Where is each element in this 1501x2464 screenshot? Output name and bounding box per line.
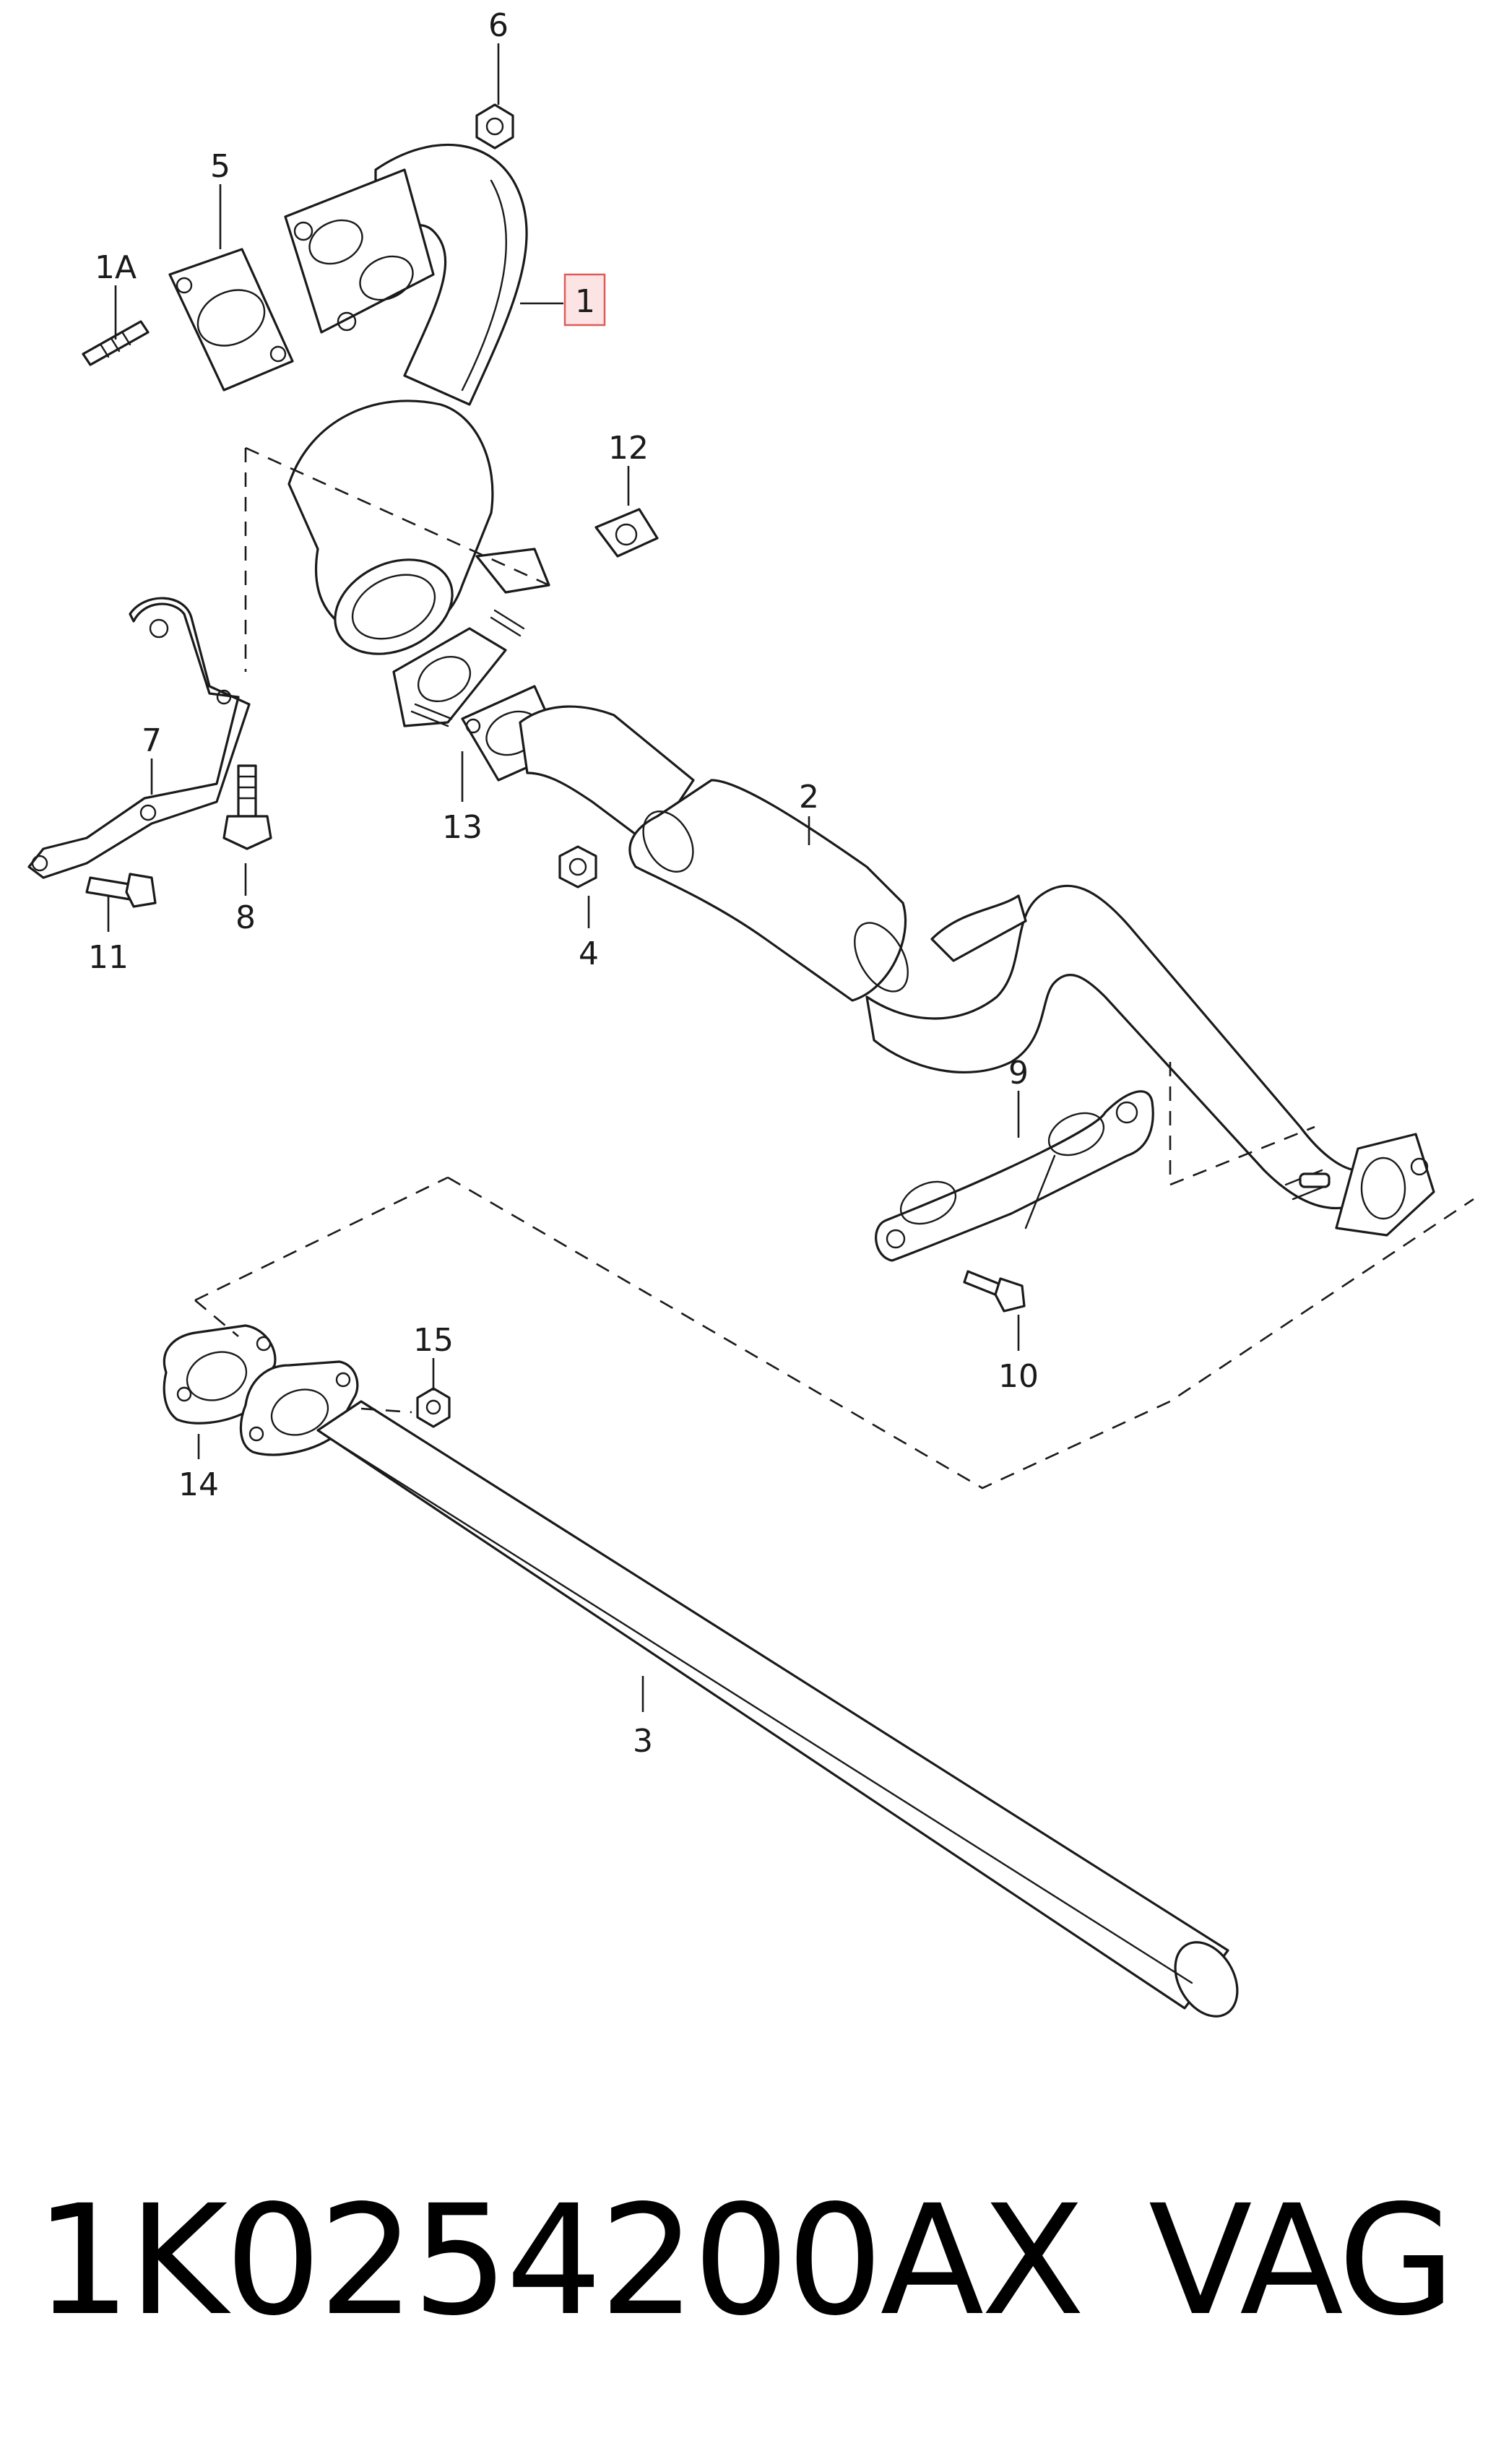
brand-name: VAG [1149,2172,1455,2349]
leader-lines [107,43,1020,1712]
part-5-gasket [168,248,294,392]
callout-1a: 1A [95,249,137,286]
callout-6: 6 [488,7,509,44]
part-10-bolt [963,1270,1026,1313]
part-1a-stud [82,320,150,366]
part-6-nut [475,103,514,150]
callout-4: 4 [579,935,599,972]
footer-caption: 1K0254200AX VAG [0,2167,1501,2355]
callout-13: 13 [442,809,483,846]
callout-11: 11 [88,939,129,976]
part-2-front-pipe [519,705,1435,1237]
part-12-bracket [594,508,659,558]
callout-8: 8 [235,899,256,936]
callout-5: 5 [210,148,230,185]
assembly-guide-lines [194,446,1474,1490]
callout-labels: 1 1A 2 3 4 5 6 7 8 9 10 11 12 13 14 15 [88,7,1039,1760]
callout-10: 10 [998,1358,1039,1395]
part-9-gasket [875,1090,1154,1262]
callout-1-highlight [563,273,606,327]
part-11-bolt [85,873,157,908]
callout-14: 14 [178,1466,219,1503]
part-8-bolt [222,764,272,850]
part-7-bracket [27,597,251,879]
callout-15: 15 [413,1322,454,1359]
part-3-tail-pipe [239,1360,1239,2018]
callout-12: 12 [608,430,649,467]
callout-1: 1 [575,283,595,320]
callout-9: 9 [1008,1055,1029,1091]
part-4-nut [558,845,597,889]
callout-7: 7 [142,722,162,759]
callout-2: 2 [799,779,819,816]
part-15-nut [416,1387,451,1428]
part-number: 1K0254200AX [35,2172,1085,2349]
part-1-catalytic-converter [284,143,550,727]
callout-3: 3 [633,1723,653,1760]
